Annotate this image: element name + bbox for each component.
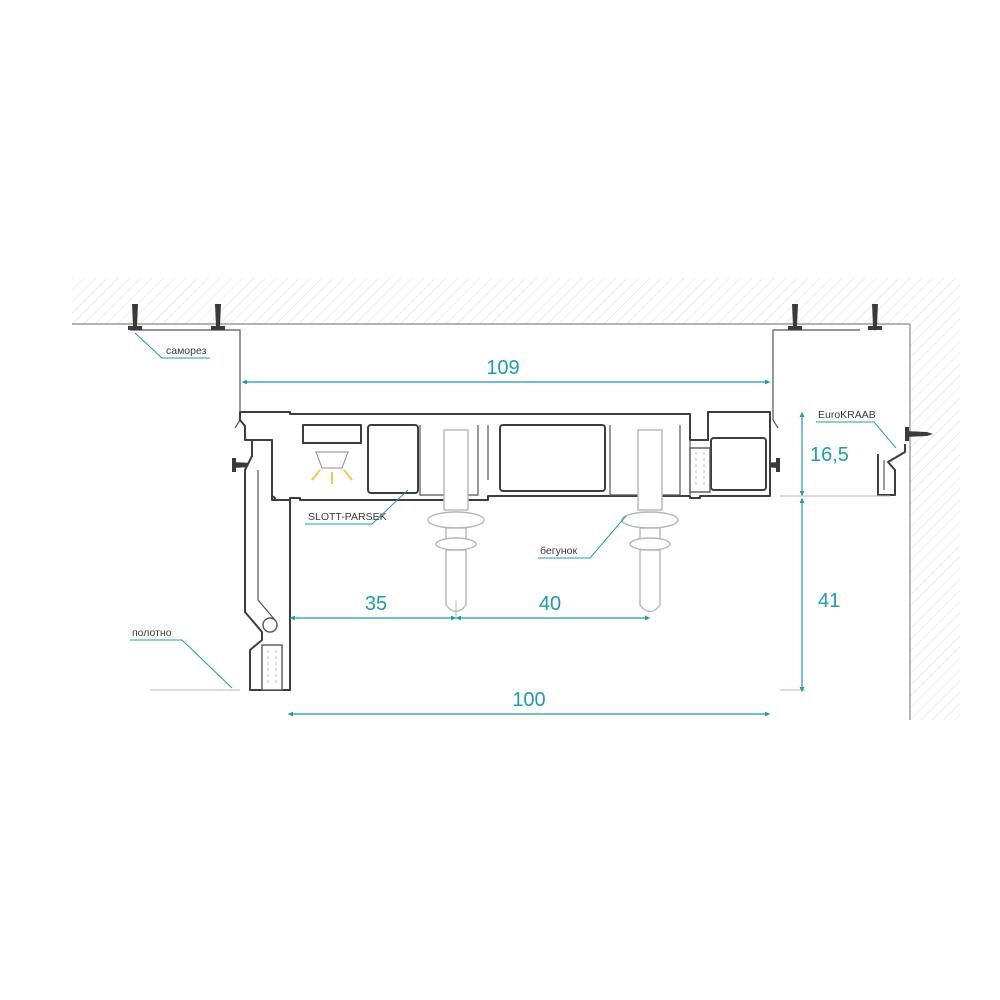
label-text: саморез xyxy=(166,345,207,357)
callout-corner-profile: EuroKRAAB xyxy=(816,409,897,449)
corner-profile xyxy=(877,444,906,496)
roller-right xyxy=(621,429,679,613)
dimension-40: 40 xyxy=(455,593,651,621)
screw-icon xyxy=(128,304,142,331)
callout-screw: саморез xyxy=(134,332,210,359)
dimension-text: 16,5 xyxy=(810,444,849,466)
dimension-text: 35 xyxy=(365,593,387,615)
roller-left xyxy=(427,429,485,613)
dimension-text: 100 xyxy=(512,689,545,711)
mounting-bracket-right xyxy=(772,329,860,429)
wall xyxy=(909,324,960,720)
label-text: полотно xyxy=(132,627,172,639)
dimension-text: 41 xyxy=(818,590,840,612)
panel-insert xyxy=(261,644,283,691)
screw-icon xyxy=(211,304,225,331)
label-text: бегунок xyxy=(540,545,577,557)
gasket-insert xyxy=(689,447,711,493)
dimension-109: 109 xyxy=(241,357,771,385)
dimension-16-5: 16,5 xyxy=(799,411,849,497)
screw-icon xyxy=(788,304,802,331)
dimension-text: 40 xyxy=(539,593,561,615)
dimension-100: 100 xyxy=(287,689,771,717)
screw-icon xyxy=(868,304,882,331)
mounting-bracket-left xyxy=(130,329,241,429)
dimension-35: 35 xyxy=(289,593,457,621)
label-text: EuroKRAAB xyxy=(818,409,876,421)
ceiling-slab xyxy=(72,278,960,325)
drop-profile xyxy=(244,439,291,691)
callout-runner: бегунок xyxy=(538,515,627,559)
led-light-icon xyxy=(311,451,353,484)
dimension-text: 109 xyxy=(486,357,519,379)
callout-led-profile: SLOTT-PARSEK xyxy=(305,489,409,525)
dimension-41: 41 xyxy=(799,497,840,693)
callout-panel: полотно xyxy=(130,627,233,689)
label-text: SLOTT-PARSEK xyxy=(308,511,387,523)
screw-icon xyxy=(905,427,933,441)
